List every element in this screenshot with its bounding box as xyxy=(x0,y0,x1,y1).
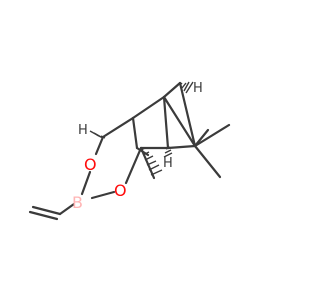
boron-label: B xyxy=(72,193,83,212)
hash-bond-c2-h xyxy=(163,146,173,158)
bond-b-vinyl xyxy=(58,202,76,216)
bond-vinyl-double-2 xyxy=(28,210,59,221)
molecule-drawing: O O B H H H xyxy=(28,81,231,221)
bond-c7-c8 xyxy=(193,128,210,148)
hash-bond-c1-methyl xyxy=(140,147,163,176)
bond-c3-c4 xyxy=(101,116,135,139)
stereo-layer xyxy=(89,81,194,176)
bond-b-o2 xyxy=(90,190,116,200)
bond-o2-c1 xyxy=(124,146,143,185)
structure-canvas: O O B H H H xyxy=(28,81,231,221)
oxygen-1-label: O xyxy=(84,155,97,174)
bond-vinyl-double-1 xyxy=(31,205,62,216)
bond-layer xyxy=(28,81,231,221)
bond-c1-c4 xyxy=(131,116,139,150)
atom-labels: O O B H H H xyxy=(72,81,203,212)
bond-c2-c7 xyxy=(166,144,197,150)
oxygen-2-label: O xyxy=(114,181,127,200)
bond-c5-c7 xyxy=(162,95,197,148)
bond-c2-c1 xyxy=(162,95,170,150)
bond-c1-methyl xyxy=(139,146,156,180)
hydrogen-c6-label: H xyxy=(193,81,203,96)
bond-c7-c6 xyxy=(178,81,197,148)
hydrogen-c3-label: H xyxy=(78,123,88,138)
bond-c7-me1 xyxy=(193,123,231,148)
hash-bond-c6-h xyxy=(179,81,194,94)
bond-c3-o1 xyxy=(94,135,105,156)
bond-c4-c5 xyxy=(131,95,166,120)
hash-bond-c3-h xyxy=(89,130,106,139)
bond-c7-me2 xyxy=(193,144,222,179)
bond-o1-b xyxy=(80,170,92,196)
hydrogen-c2-label: H xyxy=(163,156,173,171)
bond-c5-c6 xyxy=(162,81,182,99)
